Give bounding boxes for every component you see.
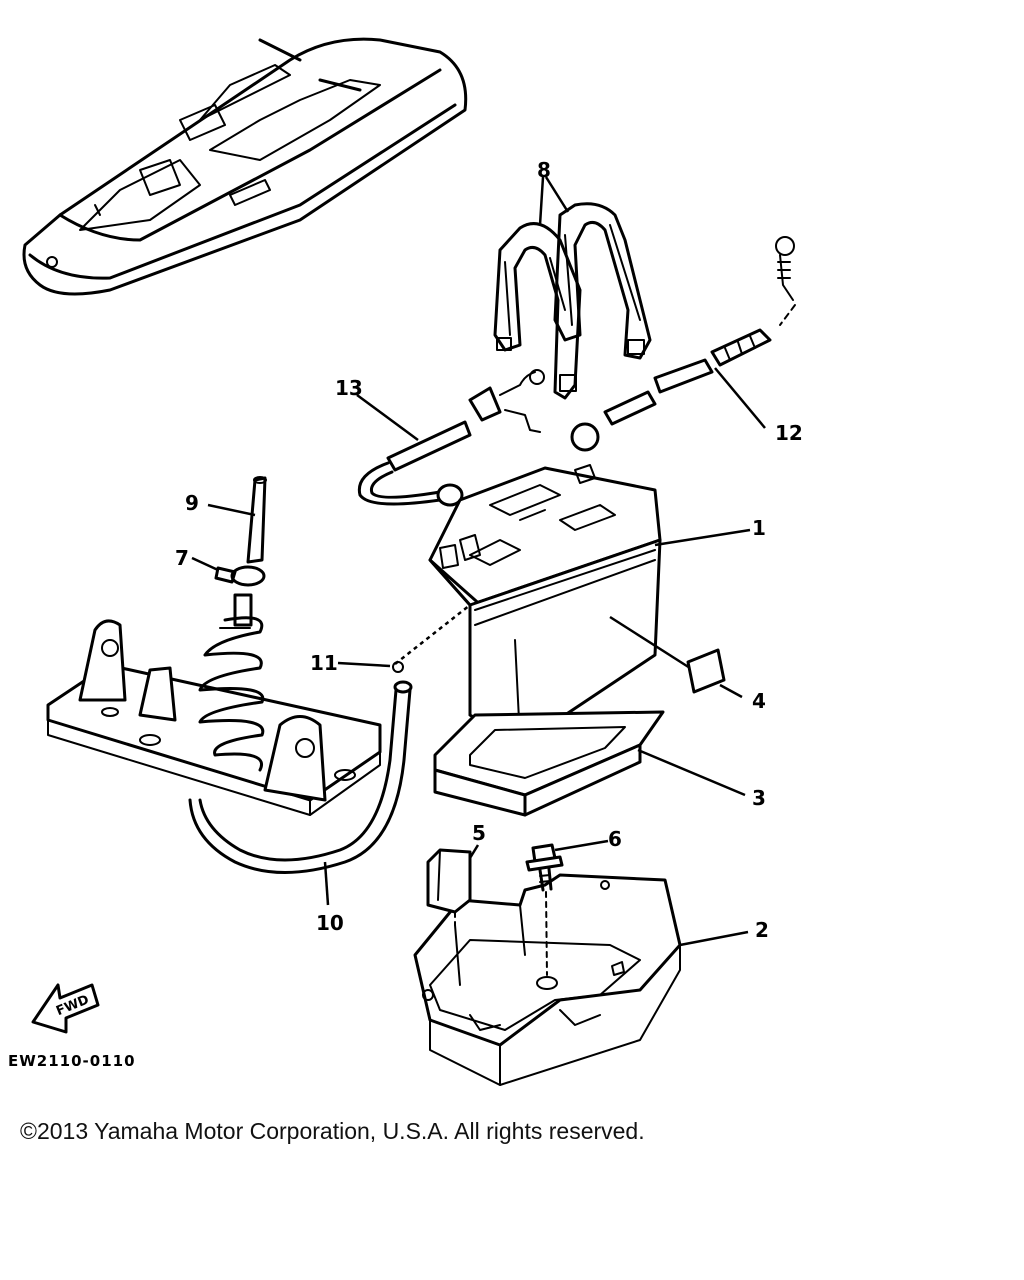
terminal-cap bbox=[426, 848, 472, 926]
nipple bbox=[214, 565, 266, 587]
battery-parts-diagram: FWD 1 2 3 4 5 6 7 8 9 10 11 12 13 EW2110… bbox=[8, 37, 803, 1086]
positive-cable bbox=[570, 236, 796, 452]
battery-pad bbox=[433, 710, 665, 817]
copyright-notice: ©2013 Yamaha Motor Corporation, U.S.A. A… bbox=[20, 1118, 645, 1144]
clip bbox=[392, 661, 404, 673]
callout-8: 8 bbox=[537, 158, 551, 182]
fwd-arrow-icon: FWD bbox=[31, 983, 100, 1034]
callout-2: 2 bbox=[755, 918, 769, 942]
spring bbox=[198, 593, 265, 772]
battery-bands bbox=[493, 202, 652, 400]
callout-1: 1 bbox=[752, 516, 766, 540]
callout-11: 11 bbox=[310, 651, 338, 675]
watercraft-illustration bbox=[22, 37, 468, 296]
callout-6: 6 bbox=[608, 827, 622, 851]
callout-numbers: 1 2 3 4 5 6 7 8 9 10 11 12 13 bbox=[175, 158, 803, 942]
callout-12: 12 bbox=[775, 421, 803, 445]
battery bbox=[428, 464, 662, 747]
callout-5: 5 bbox=[472, 821, 486, 845]
rod bbox=[246, 476, 267, 564]
callout-4: 4 bbox=[752, 689, 766, 713]
callout-7: 7 bbox=[175, 546, 189, 570]
callout-13: 13 bbox=[335, 376, 363, 400]
callout-3: 3 bbox=[752, 786, 766, 810]
diagram-code: EW2110-0110 bbox=[8, 1052, 136, 1070]
mounting-bracket bbox=[46, 619, 382, 816]
battery-label bbox=[686, 648, 726, 694]
callout-9: 9 bbox=[185, 491, 199, 515]
battery-box bbox=[413, 873, 682, 1086]
leader-lines bbox=[191, 176, 766, 947]
callout-10: 10 bbox=[316, 911, 344, 935]
breather-hose bbox=[188, 680, 413, 874]
bolt bbox=[525, 843, 564, 976]
negative-cable bbox=[357, 369, 545, 507]
